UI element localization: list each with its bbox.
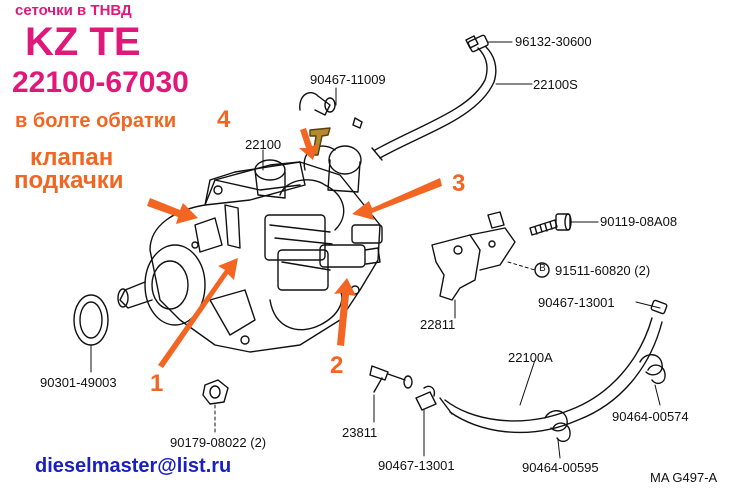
label-90464-00574: 90464-00574	[612, 409, 689, 424]
label-90301-49003: 90301-49003	[40, 375, 117, 390]
drawing-reference: MA G497-A	[650, 470, 718, 485]
clamp-90464-00595	[544, 410, 571, 443]
nut-90179-08022	[202, 379, 229, 405]
note-valve-line2: подкачки	[14, 167, 124, 194]
orange-arrows	[147, 128, 442, 368]
label-90119-08A08: 90119-08A08	[600, 214, 678, 229]
label-90467-11009: 90467-11009	[310, 72, 386, 87]
bracket-22811	[431, 211, 516, 301]
leader-lines	[90, 41, 661, 459]
marker-3: 3	[452, 170, 466, 197]
b-circle-mark	[534, 262, 550, 278]
clip-96132-30600	[465, 35, 479, 49]
note-valve-line1: клапан	[30, 144, 114, 171]
screw-23811	[369, 365, 413, 393]
marker-1: 1	[150, 370, 164, 397]
clamp-90464-00574	[639, 354, 666, 385]
bolt-90119-08A08	[529, 213, 572, 236]
label-91511-60820: 91511-60820 (2)	[555, 263, 651, 278]
hose-22100A	[439, 299, 668, 434]
banjo-fitting-90467-11009	[299, 92, 363, 129]
contact-email: dieselmaster@list.ru	[35, 455, 232, 477]
label-90467-13001-upper: 90467-13001	[538, 295, 615, 310]
model-title: KZ TE	[25, 20, 141, 64]
label-23811: 23811	[342, 425, 378, 440]
marker-2: 2	[330, 352, 344, 379]
label-90464-00595: 90464-00595	[522, 460, 599, 475]
label-22100A: 22100A	[508, 350, 553, 365]
note-return-bolt: в болте обратки	[15, 110, 177, 132]
pump-part-number: 22100-67030	[12, 66, 189, 99]
caption-filters-in-pump: сеточки в ТНВД	[15, 2, 132, 19]
hose-22100S	[371, 34, 497, 161]
label-22100: 22100	[245, 137, 282, 152]
label-90467-13001-lower: 90467-13001	[378, 458, 455, 473]
clip-90467-13001-lower	[415, 385, 437, 411]
label-b-mark: B	[539, 263, 546, 274]
label-22100S: 22100S	[533, 77, 578, 92]
label-90179-08022: 90179-08022 (2)	[170, 435, 267, 450]
marker-4: 4	[217, 106, 231, 133]
label-22811: 22811	[420, 317, 456, 332]
injection-pump-body	[117, 145, 383, 353]
label-96132-30600: 96132-30600	[515, 34, 592, 49]
